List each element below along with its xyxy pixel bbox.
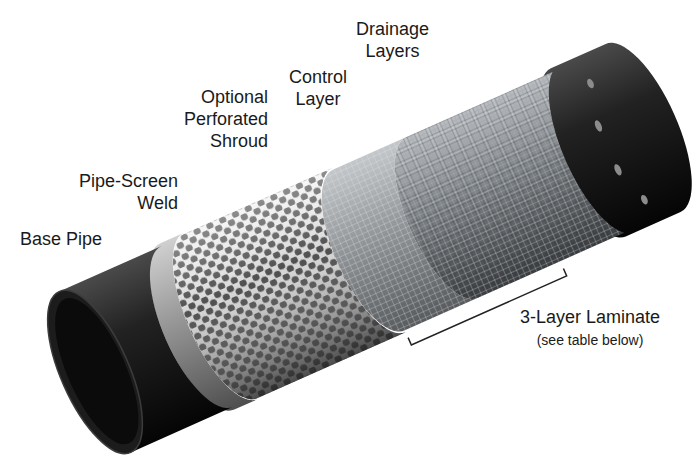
part-label: Base Pipe [20, 228, 130, 250]
part-label: Control Layer [278, 66, 358, 110]
base-pipe [28, 246, 233, 463]
collar-holes [577, 77, 650, 210]
part-label: Pipe-Screen Weld [60, 170, 178, 214]
part-label: (see table below) [500, 331, 680, 349]
cylinder [25, 27, 700, 463]
part-label: Optional Perforated Shroud [165, 86, 268, 152]
part-label: 3-Layer Laminate [500, 306, 680, 328]
pipe-end [28, 278, 162, 463]
part-label: Drainage Layers [345, 18, 440, 62]
pipe-bore [38, 287, 155, 455]
